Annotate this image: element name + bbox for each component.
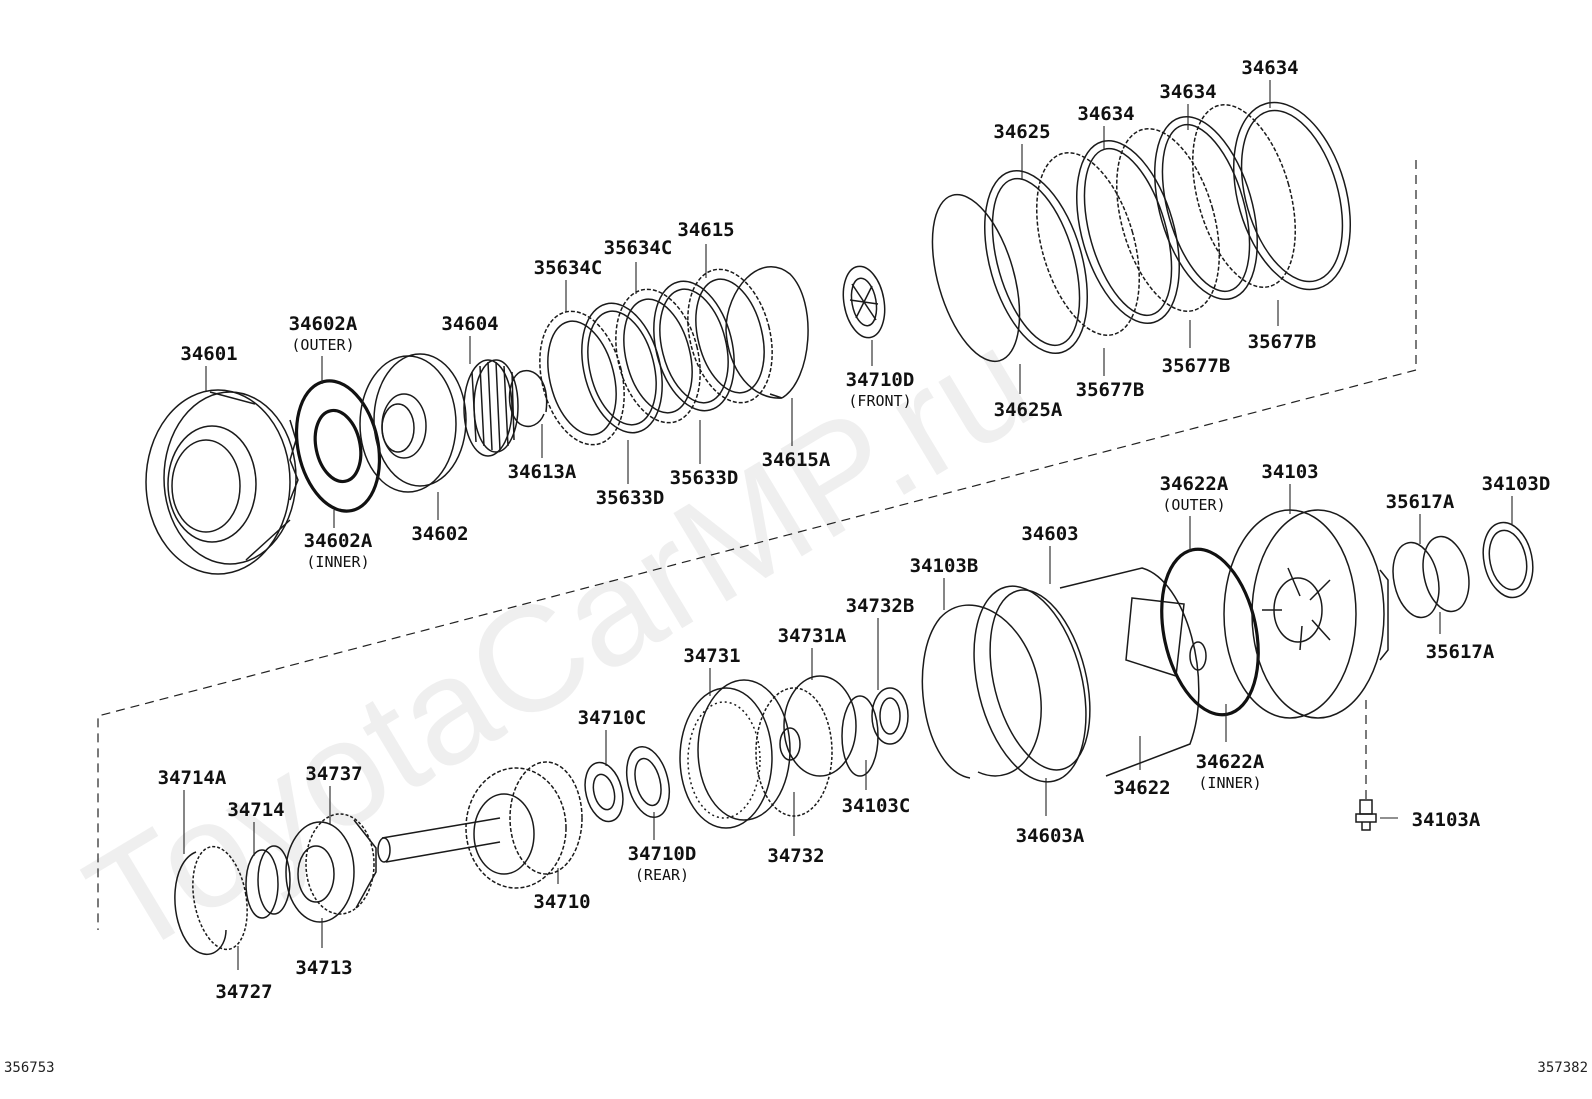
part-label-35634C-1[interactable]: 35634C [534, 257, 603, 279]
part-label-34634-1[interactable]: 34634 [1077, 103, 1134, 125]
part-label-34732B[interactable]: 34732B [846, 595, 915, 617]
part-label-35633D-1[interactable]: 35633D [596, 487, 665, 509]
leader-lines [183, 80, 1513, 970]
corner-ref-left: 356753 [4, 1060, 55, 1076]
part-label-34602[interactable]: 34602 [411, 523, 468, 545]
part-34731-ring-gear[interactable] [679, 679, 791, 829]
part-34615A-snap-ring[interactable] [725, 266, 809, 399]
part-label-35677B-1[interactable]: 35677B [1076, 379, 1145, 401]
part-clutch-pack-upper[interactable] [527, 260, 786, 453]
part-sublabel-34602A-outer: (OUTER) [291, 336, 354, 354]
part-label-34625[interactable]: 34625 [993, 121, 1050, 143]
corner-ref-right: 357382 [1537, 1060, 1588, 1076]
part-35617A-34103D-seals[interactable] [1387, 518, 1540, 622]
part-sublabel-34710D-rear: (REAR) [635, 866, 689, 884]
part-labels: 3460134602A(OUTER)34602A(INNER)346023460… [158, 57, 1551, 1003]
part-label-34625A[interactable]: 34625A [994, 399, 1063, 421]
part-label-34710[interactable]: 34710 [533, 891, 590, 913]
part-clutch-pack-right[interactable] [916, 89, 1371, 371]
part-label-34103C[interactable]: 34103C [842, 795, 911, 817]
part-34602-piston[interactable] [359, 353, 467, 493]
part-34103-housing[interactable] [1223, 509, 1389, 719]
part-34710-shaft[interactable] [377, 761, 583, 889]
part-label-34602A-outer[interactable]: 34602A [289, 313, 358, 335]
part-label-34732[interactable]: 34732 [767, 845, 824, 867]
part-34604-spring[interactable] [463, 359, 519, 457]
part-34710C-washer[interactable] [579, 759, 628, 826]
part-label-34622[interactable]: 34622 [1113, 777, 1170, 799]
part-label-34613A[interactable]: 34613A [508, 461, 577, 483]
part-34613A-snap-ring[interactable] [508, 369, 548, 428]
part-label-34622A-inner[interactable]: 34622A [1196, 751, 1265, 773]
part-34103B-snap-ring[interactable] [921, 604, 1042, 779]
part-34713-planetary[interactable] [285, 813, 377, 923]
part-label-34604[interactable]: 34604 [441, 313, 498, 335]
part-sublabel-34622A-inner: (INNER) [1198, 774, 1261, 792]
part-label-35633D-2[interactable]: 35633D [670, 467, 739, 489]
part-label-35677B-2[interactable]: 35677B [1162, 355, 1231, 377]
part-34622A-seals[interactable] [1148, 540, 1273, 723]
part-label-34622A-outer[interactable]: 34622A [1160, 473, 1229, 495]
part-34714-group[interactable] [174, 842, 291, 956]
part-label-34710D-front[interactable]: 34710D [846, 369, 915, 391]
part-label-34714A[interactable]: 34714A [158, 767, 227, 789]
part-label-35617A-2[interactable]: 35617A [1426, 641, 1495, 663]
part-label-35677B-3[interactable]: 35677B [1248, 331, 1317, 353]
part-label-34615A[interactable]: 34615A [762, 449, 831, 471]
part-label-34731A[interactable]: 34731A [778, 625, 847, 647]
part-label-34634-3[interactable]: 34634 [1241, 57, 1298, 79]
part-label-34710D-rear[interactable]: 34710D [628, 843, 697, 865]
part-label-34603A[interactable]: 34603A [1016, 825, 1085, 847]
part-34603-drum[interactable] [955, 567, 1200, 794]
part-label-34615[interactable]: 34615 [677, 219, 734, 241]
part-label-34103D[interactable]: 34103D [1482, 473, 1551, 495]
part-sublabel-34710D-front: (FRONT) [848, 392, 911, 410]
part-label-34731[interactable]: 34731 [683, 645, 740, 667]
part-label-34634-2[interactable]: 34634 [1159, 81, 1216, 103]
part-label-34714[interactable]: 34714 [227, 799, 284, 821]
part-34710D-front-bearing[interactable] [838, 263, 890, 341]
part-label-34103[interactable]: 34103 [1261, 461, 1318, 483]
alignment-dashed-line [97, 160, 1417, 930]
part-label-34603[interactable]: 34603 [1021, 523, 1078, 545]
part-label-35617A-1[interactable]: 35617A [1386, 491, 1455, 513]
part-34601-drum[interactable] [145, 389, 299, 575]
part-label-34103B[interactable]: 34103B [910, 555, 979, 577]
part-34710D-rear-bearing[interactable] [620, 742, 676, 822]
part-label-34103A[interactable]: 34103A [1412, 809, 1481, 831]
part-label-34710C[interactable]: 34710C [578, 707, 647, 729]
part-label-34737[interactable]: 34737 [305, 763, 362, 785]
part-label-34601[interactable]: 34601 [180, 343, 237, 365]
part-34103A-bolt[interactable] [1355, 700, 1377, 831]
part-sublabel-34622A-outer: (OUTER) [1162, 496, 1225, 514]
part-34602A-seals[interactable] [285, 373, 391, 519]
part-label-34727[interactable]: 34727 [215, 981, 272, 1003]
part-label-34602A-inner[interactable]: 34602A [304, 530, 373, 552]
part-sublabel-34602A-inner: (INNER) [306, 553, 369, 571]
part-label-34713[interactable]: 34713 [295, 957, 352, 979]
part-label-35634C-2[interactable]: 35634C [604, 237, 673, 259]
